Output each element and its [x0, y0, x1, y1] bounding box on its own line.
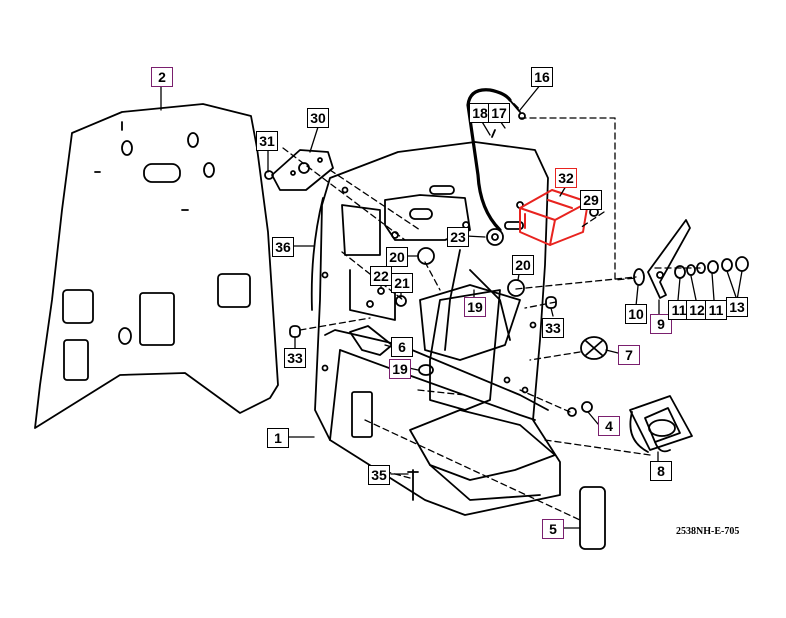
- callout-7: 7: [618, 345, 640, 365]
- callout-9: 9: [650, 314, 672, 334]
- callout-17: 17: [488, 103, 510, 123]
- callout-5: 5: [542, 519, 564, 539]
- callout-33-right: 33: [542, 318, 564, 338]
- callout-32: 32: [555, 168, 577, 188]
- callout-22: 22: [370, 266, 392, 286]
- fastener-31-part: [264, 170, 274, 180]
- connector-23-part: [486, 228, 504, 246]
- cable-end-fitting: [491, 97, 526, 138]
- cable-36-part: [310, 197, 324, 311]
- washer-4-part: [567, 401, 593, 417]
- callout-29: 29: [580, 190, 602, 210]
- callout-35: 35: [368, 465, 390, 485]
- callout-11-second: 11: [705, 300, 727, 320]
- callout-19-upper: 19: [464, 297, 486, 317]
- floor-plate-part: [34, 103, 279, 429]
- callout-20-right: 20: [512, 255, 534, 275]
- callout-6: 6: [391, 337, 413, 357]
- bolt-35-part: [407, 469, 419, 501]
- callout-36: 36: [272, 237, 294, 257]
- callout-12: 12: [686, 300, 708, 320]
- bracket-30-part: [271, 149, 334, 191]
- callout-13: 13: [726, 297, 748, 317]
- callout-2: 2: [151, 67, 173, 87]
- callout-11-first: 11: [668, 300, 690, 320]
- boot-8-part: [629, 395, 693, 453]
- washer-10-part: [633, 268, 645, 286]
- callout-1: 1: [267, 428, 289, 448]
- module-32-part: [519, 189, 589, 246]
- callout-16: 16: [531, 67, 553, 87]
- callout-19-lower: 19: [389, 359, 411, 379]
- reference-lines: [282, 117, 701, 521]
- console-housing-part: [314, 141, 561, 516]
- callout-21: 21: [391, 273, 413, 293]
- callout-18: 18: [469, 103, 491, 123]
- callout-31: 31: [256, 131, 278, 151]
- bumper-19-part: [418, 364, 434, 376]
- callout-33-left: 33: [284, 348, 306, 368]
- drawing-code: 2538NH-E-705: [676, 526, 740, 537]
- callout-4: 4: [598, 416, 620, 436]
- cable-16-part: [466, 88, 512, 232]
- lever-9-part: [647, 219, 691, 299]
- leader-lines: [160, 83, 743, 529]
- callout-30: 30: [307, 108, 329, 128]
- pad-5-part: [579, 486, 606, 550]
- callout-20-left: 20: [386, 247, 408, 267]
- knob-7-part: [580, 336, 608, 360]
- callout-8: 8: [650, 461, 672, 481]
- callout-10: 10: [625, 304, 647, 324]
- pad-6-part: [349, 325, 393, 356]
- callout-23: 23: [447, 227, 469, 247]
